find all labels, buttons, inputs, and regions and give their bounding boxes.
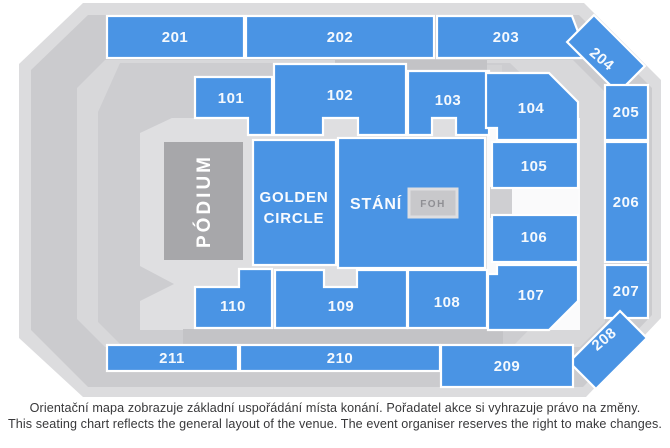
section-110[interactable]: 110: [193, 267, 274, 330]
tunnel-bar-bottom: [183, 329, 503, 344]
section-210[interactable]: 210: [238, 343, 442, 373]
section-105-shape[interactable]: [490, 140, 580, 190]
foh-box: FOH: [407, 187, 459, 219]
section-103-label: 103: [435, 92, 462, 109]
section-106-label: 106: [521, 229, 548, 246]
section-202[interactable]: 202: [244, 14, 436, 60]
section-202-shape[interactable]: [244, 14, 436, 60]
section-101[interactable]: 101: [193, 75, 274, 137]
section-202-label: 202: [327, 29, 354, 46]
section-104-label: 104: [518, 100, 545, 117]
section-109-shape[interactable]: [273, 268, 409, 330]
seating-map: PÓDIUM GOLDEN CIRCLE STÁNÍ FOH 101 102 1…: [19, 3, 661, 397]
camera-platform-tab: [490, 187, 512, 218]
section-207-label: 207: [613, 283, 640, 300]
stage-label: PÓDIUM: [193, 154, 215, 248]
foh-label: FOH: [420, 199, 446, 210]
zone-golden-circle[interactable]: GOLDEN CIRCLE: [251, 138, 338, 267]
section-205-label: 205: [613, 104, 640, 121]
section-211[interactable]: 211: [105, 343, 240, 373]
section-110-shape[interactable]: [193, 267, 274, 330]
section-108-label: 108: [434, 294, 461, 311]
section-201-label: 201: [162, 29, 189, 46]
stage-left-chevron-top: [140, 100, 174, 133]
zone-golden-circle-label-1: GOLDEN: [260, 189, 329, 206]
section-108[interactable]: 108: [406, 268, 489, 330]
stage-shape: [164, 142, 243, 260]
section-105[interactable]: 105: [490, 140, 580, 190]
section-102-label: 102: [327, 87, 354, 104]
section-105-label: 105: [521, 158, 548, 175]
section-210-label: 210: [327, 350, 354, 367]
stage-left-chevron-bottom: [140, 266, 174, 301]
section-102-shape[interactable]: [272, 62, 408, 137]
section-211-shape[interactable]: [105, 343, 240, 373]
section-209-label: 209: [494, 358, 521, 375]
section-109-label: 109: [328, 298, 355, 315]
section-107-label: 107: [518, 287, 545, 304]
stage: PÓDIUM: [164, 142, 243, 260]
section-209[interactable]: 209: [439, 343, 575, 389]
zone-golden-circle-shape[interactable]: [251, 138, 338, 267]
section-101-shape[interactable]: [193, 75, 274, 137]
disclaimer-line-czech: Orientační mapa zobrazuje základní uspoř…: [29, 401, 641, 415]
section-205-shape[interactable]: [603, 83, 650, 142]
zone-golden-circle-label-2: CIRCLE: [264, 210, 325, 227]
disclaimer-line-english: This seating chart reflects the general …: [7, 417, 662, 432]
section-205[interactable]: 205: [603, 83, 650, 142]
section-107[interactable]: 107: [486, 263, 580, 332]
section-109[interactable]: 109: [273, 268, 409, 330]
section-104[interactable]: 104: [484, 71, 580, 142]
section-206-label: 206: [613, 194, 640, 211]
section-201[interactable]: 201: [105, 14, 246, 60]
zone-stani-label: STÁNÍ: [350, 194, 402, 213]
section-203-label: 203: [493, 29, 520, 46]
section-104-shape[interactable]: [484, 71, 580, 142]
section-201-shape[interactable]: [105, 14, 246, 60]
section-107-shape[interactable]: [486, 263, 580, 332]
section-207[interactable]: 207: [603, 263, 650, 320]
section-210-shape[interactable]: [238, 343, 442, 373]
section-207-shape[interactable]: [603, 263, 650, 320]
section-101-label: 101: [218, 90, 245, 107]
section-106-shape[interactable]: [490, 213, 580, 264]
foh-shape: [407, 187, 459, 219]
section-204-shape[interactable]: [565, 13, 647, 95]
section-206-shape[interactable]: [603, 140, 650, 264]
section-211-label: 211: [159, 350, 185, 367]
section-208-shape[interactable]: [567, 309, 649, 391]
section-110-label: 110: [220, 298, 246, 315]
disclaimer-caption: Orientační mapa zobrazuje základní uspoř…: [0, 400, 670, 433]
section-102[interactable]: 102: [272, 62, 408, 137]
section-108-shape[interactable]: [406, 268, 489, 330]
section-206[interactable]: 206: [603, 140, 650, 264]
section-106[interactable]: 106: [490, 213, 580, 264]
section-203[interactable]: 203: [435, 14, 590, 60]
